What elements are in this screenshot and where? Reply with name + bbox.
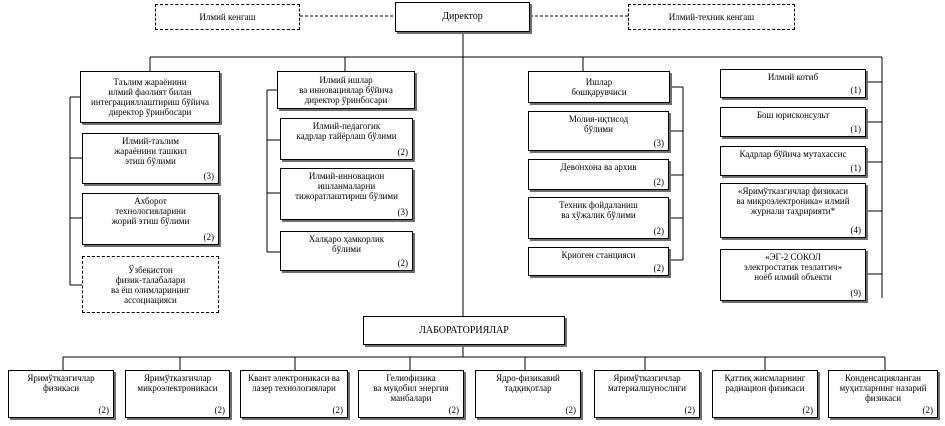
lab-8[interactable]: Конденсацияланган муҳитларнинг назарий ф… bbox=[828, 370, 938, 418]
scientific-council-box[interactable]: Илмий кенгаш bbox=[155, 4, 300, 30]
col1-unit-2[interactable]: Ахборот технологияларини жорий этиш бўли… bbox=[82, 193, 219, 245]
col3-unit-4-label: Криоген станцияси bbox=[561, 250, 636, 260]
deputy-research-label: Илмий ишлар ва инновациялар бўйича дирек… bbox=[299, 75, 393, 105]
lab-5[interactable]: Ядро-физикавий тадқиқотлар (2) bbox=[475, 370, 581, 418]
col4-unit-3-count: (1) bbox=[850, 163, 862, 173]
col3-unit-1-count: (3) bbox=[653, 138, 665, 148]
deputy-research-box[interactable]: Илмий ишлар ва инновациялар бўйича дирек… bbox=[277, 71, 415, 109]
col4-unit-3[interactable]: Кадрлар бўйича мутахассис (1) bbox=[720, 146, 866, 176]
lab-7-count: (2) bbox=[802, 405, 814, 415]
col2-unit-1[interactable]: Илмий-педагогик кадрлар тайёрлаш бўлими … bbox=[280, 118, 413, 160]
director-label: Директор bbox=[442, 11, 483, 22]
lab-5-count: (2) bbox=[565, 405, 577, 415]
lab-1-count: (2) bbox=[98, 405, 110, 415]
lab-1-label: Яримўтказгичлар физикаси bbox=[27, 373, 95, 393]
lab-3[interactable]: Квант электроникаси ва лазер технологиял… bbox=[240, 370, 348, 418]
laboratories-label: ЛАБОРАТОРИЯЛАР bbox=[419, 324, 509, 336]
lab-7-label: Қаттиқ жисмларнинг радиацион физикаси bbox=[724, 373, 806, 393]
col1-unit-1-count: (3) bbox=[203, 171, 215, 181]
lab-8-label: Конденсацияланган муҳитларнинг назарий ф… bbox=[839, 373, 927, 403]
col4-unit-4-label: «Яримўтказгичлар физикаси ва микроэлектр… bbox=[736, 186, 850, 216]
col1-unit-3-label: Ўзбекистон физик-талабалари ва ёш олимла… bbox=[111, 264, 190, 305]
col3-unit-1[interactable]: Молия-иқтисод бўлими (3) bbox=[528, 111, 669, 151]
col4-unit-2-label: Бош юрисконсульт bbox=[756, 110, 830, 120]
col2-unit-2[interactable]: Илмий-инновацион ишланмаларни тижоратлаш… bbox=[280, 168, 413, 220]
col3-unit-2-label: Девонхона ва архив bbox=[560, 162, 637, 172]
col4-unit-5[interactable]: «ЭГ-2 СОКОЛ электростатик тезлатгич» ноё… bbox=[720, 249, 866, 301]
col3-unit-4-count: (2) bbox=[653, 263, 665, 273]
col3-unit-1-label: Молия-иқтисод бўлими bbox=[568, 114, 629, 134]
deputy-education-label: Таълим жараёнини илмий фаолият билан инт… bbox=[91, 77, 209, 117]
lab-6[interactable]: Яримўтказгичлар материалшунослиги (2) bbox=[594, 370, 700, 418]
col4-unit-1[interactable]: Илмий котиб (1) bbox=[720, 69, 866, 98]
lab-5-label: Ядро-физикавий тадқиқотлар bbox=[496, 373, 560, 393]
col3-unit-4[interactable]: Криоген станцияси (2) bbox=[528, 247, 669, 276]
col3-unit-3-count: (2) bbox=[653, 226, 665, 236]
lab-6-count: (2) bbox=[684, 405, 696, 415]
lab-4-count: (2) bbox=[448, 405, 460, 415]
col3-unit-2[interactable]: Девонхона ва архив (2) bbox=[528, 159, 669, 190]
deputy-education-box[interactable]: Таълим жараёнини илмий фаолият билан инт… bbox=[80, 71, 220, 123]
col1-unit-2-count: (2) bbox=[203, 232, 215, 242]
lab-3-label: Квант электроникаси ва лазер технологиял… bbox=[248, 373, 340, 393]
lab-4-label: Гелиофизика ва муқобил энергия манбалари bbox=[373, 373, 449, 403]
col2-unit-2-label: Илмий-инновацион ишланмаларни тижоратлаш… bbox=[295, 171, 398, 201]
scientific-technical-council-box[interactable]: Илмий-техник кенгаш bbox=[628, 4, 795, 30]
col1-unit-1[interactable]: Илмий-таълим жараёнини ташкил этиш бўлим… bbox=[82, 133, 219, 184]
col1-unit-2-label: Ахборот технологияларини жорий этиш бўли… bbox=[111, 196, 190, 226]
col1-unit-1-label: Илмий-таълим жараёнини ташкил этиш бўлим… bbox=[114, 136, 187, 166]
col4-unit-1-label: Илмий котиб bbox=[767, 72, 819, 82]
col4-unit-4[interactable]: «Яримўтказгичлар физикаси ва микроэлектр… bbox=[720, 183, 866, 238]
col2-unit-3-label: Халқаро ҳамкорлик бўлими bbox=[308, 234, 385, 254]
lab-2-label: Яримўтказгичлар микроэлектроникаси bbox=[137, 373, 218, 393]
scientific-council-label: Илмий кенгаш bbox=[199, 12, 256, 22]
lab-8-count: (2) bbox=[922, 405, 934, 415]
col4-unit-5-count: (9) bbox=[850, 288, 862, 298]
col3-unit-3-label: Техник фойдаланиш ва хўжалик бўлими bbox=[559, 200, 638, 220]
office-manager-box[interactable]: Ишлар бошқарувчиси bbox=[528, 71, 670, 103]
col4-unit-3-label: Кадрлар бўйича мутахассис bbox=[739, 149, 847, 159]
lab-6-label: Яримўтказгичлар материалшунослиги bbox=[608, 373, 686, 393]
scientific-technical-council-label: Илмий-техник кенгаш bbox=[668, 12, 755, 22]
col4-unit-4-count: (4) bbox=[850, 225, 862, 235]
lab-2-count: (2) bbox=[214, 405, 226, 415]
col4-unit-2[interactable]: Бош юрисконсульт (1) bbox=[720, 107, 866, 137]
lab-3-count: (2) bbox=[332, 405, 344, 415]
col3-unit-2-count: (2) bbox=[653, 177, 665, 187]
col2-unit-3-count: (2) bbox=[397, 258, 409, 268]
col4-unit-5-label: «ЭГ-2 СОКОЛ электростатик тезлатгич» ноё… bbox=[743, 252, 843, 282]
laboratories-box[interactable]: ЛАБОРАТОРИЯЛАР bbox=[363, 316, 565, 345]
col2-unit-2-count: (3) bbox=[397, 207, 409, 217]
office-manager-label: Ишлар бошқарувчиси bbox=[571, 77, 627, 97]
col3-unit-3[interactable]: Техник фойдаланиш ва хўжалик бўлими (2) bbox=[528, 197, 669, 239]
col2-unit-3[interactable]: Халқаро ҳамкорлик бўлими (2) bbox=[280, 231, 413, 271]
lab-2[interactable]: Яримўтказгичлар микроэлектроникаси (2) bbox=[125, 370, 230, 418]
col1-unit-3[interactable]: Ўзбекистон физик-талабалари ва ёш олимла… bbox=[82, 256, 219, 313]
lab-7[interactable]: Қаттиқ жисмларнинг радиацион физикаси (2… bbox=[712, 370, 818, 418]
col4-unit-1-count: (1) bbox=[850, 85, 862, 95]
lab-4[interactable]: Гелиофизика ва муқобил энергия манбалари… bbox=[358, 370, 464, 418]
col2-unit-1-count: (2) bbox=[397, 147, 409, 157]
lab-1[interactable]: Яримўтказгичлар физикаси (2) bbox=[8, 370, 114, 418]
col4-unit-2-count: (1) bbox=[850, 124, 862, 134]
director-box[interactable]: Директор bbox=[395, 2, 530, 32]
col2-unit-1-label: Илмий-педагогик кадрлар тайёрлаш бўлими bbox=[296, 121, 397, 141]
